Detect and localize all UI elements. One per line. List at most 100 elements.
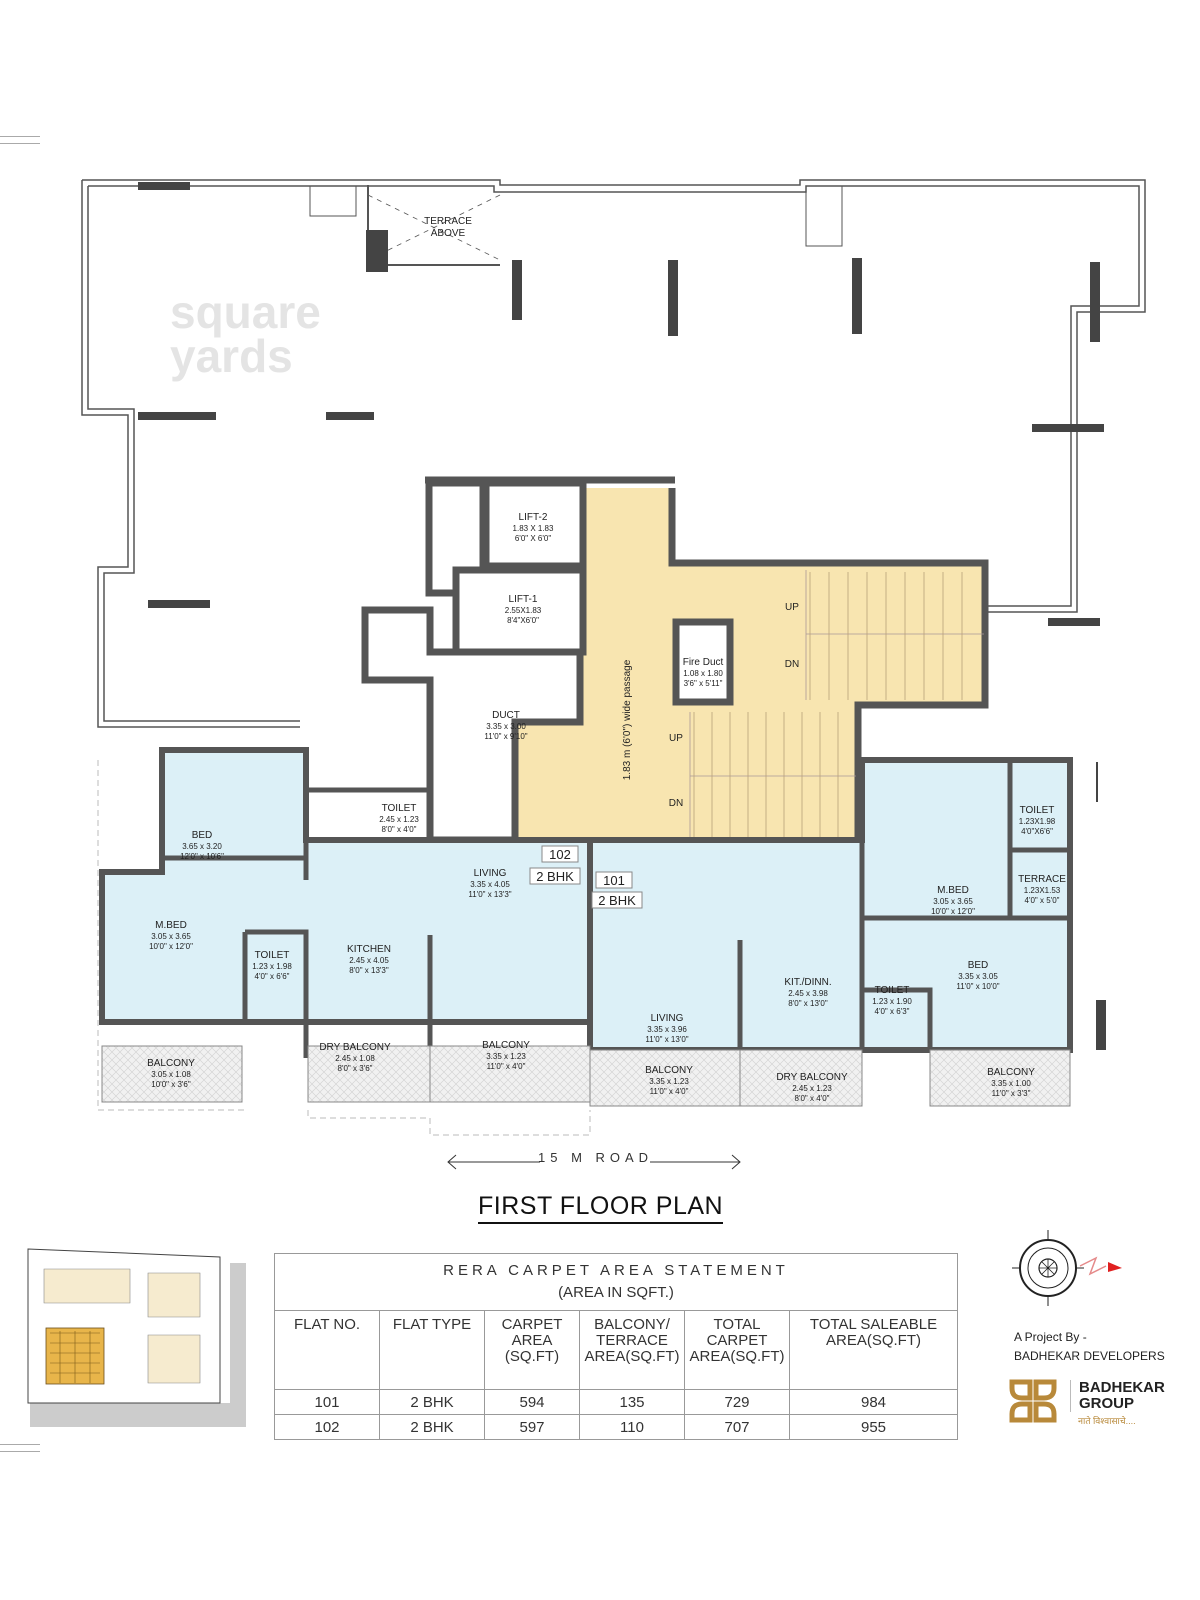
fire-duct-dimension-metric: 1.08 x 1.80: [683, 669, 723, 678]
lift-1: [452, 566, 587, 656]
column: [366, 230, 388, 272]
road-arrow: [447, 1154, 741, 1170]
logo-name-line: GROUP: [1079, 1395, 1135, 1412]
stair-dn-label: DN: [785, 659, 799, 670]
stair-up-label: UP: [785, 602, 799, 613]
flat-102-master-bed-label: M.BED: [155, 920, 187, 931]
flat-101-terrace-label: TERRACE: [1018, 874, 1066, 885]
flat-101-terrace-dimension-metric: 1.23X1.53: [1024, 886, 1061, 895]
site-plan-thumbnail: [27, 1248, 246, 1427]
flat-101-toilet-1-dimension-metric: 1.23X1.98: [1019, 817, 1056, 826]
flat-101-living-dimension-metric: 3.35 x 3.96: [647, 1025, 687, 1034]
flat-101-balcony-1-label: BALCONY: [645, 1065, 693, 1076]
duct-label: DUCT: [492, 710, 520, 721]
table-title: RERA CARPET AREA STATEMENT: [443, 1262, 789, 1279]
cell: 102: [274, 1414, 380, 1440]
margin-mark: [0, 136, 40, 144]
developer-name: BADHEKAR DEVELOPERS: [1014, 1349, 1165, 1363]
flat-102-dry-balcony-label: DRY BALCONY: [319, 1042, 391, 1053]
flat-102-master-bed-dimension-imperial: 10'0" x 12'0": [149, 942, 193, 951]
building-outline: [81, 179, 1146, 728]
cell: 707: [684, 1414, 790, 1440]
stair-up-label: UP: [669, 733, 683, 744]
flat-102-toilet-1-dimension-imperial: 8'0" x 4'0": [382, 825, 417, 834]
flat-102-dry-balcony: [307, 1045, 431, 1103]
rera-area-table: RERA CARPET AREA STATEMENT(AREA IN SQFT.…: [274, 1253, 958, 1440]
flat-102-living-label: LIVING: [474, 868, 507, 879]
flat-102-kitchen-dimension-imperial: 8'0" x 13'3": [349, 966, 389, 975]
flat-102-toilet-1-dimension-metric: 2.45 x 1.23: [379, 815, 419, 824]
flat-102-living-dimension-metric: 3.35 x 4.05: [470, 880, 510, 889]
col-header: FLAT NO.: [274, 1310, 380, 1390]
lift-1-label: LIFT-1: [509, 594, 538, 605]
cell: 2 BHK: [379, 1414, 485, 1440]
flat-101-toilet-2-dimension-metric: 1.23 x 1.90: [872, 997, 912, 1006]
flat-101-kitchen-dimension-metric: 2.45 x 3.98: [788, 989, 828, 998]
flat-102-balcony-2: [429, 1045, 591, 1103]
flat-102-balcony-2-dimension-imperial: 11'0" x 4'0": [487, 1062, 526, 1071]
flat-102-kitchen-label: KITCHEN: [347, 944, 391, 955]
flat-101-balcony-1-dimension-metric: 3.35 x 1.23: [649, 1077, 689, 1086]
flat-101-bed-label: BED: [968, 960, 989, 971]
flat-102-balcony-1-dimension-imperial: 10'0" x 3'6": [151, 1080, 191, 1089]
terrace-above: [309, 185, 843, 266]
flat-tags: [529, 845, 643, 909]
terrace-above-label: TERRACE: [424, 216, 472, 227]
lift-2-label: LIFT-2: [519, 512, 548, 523]
flat-102-toilet-2-label: TOILET: [255, 950, 290, 961]
flat-101-number: 101: [603, 873, 625, 888]
flat-101-balcony-2-dimension-metric: 3.35 x 1.00: [991, 1079, 1031, 1088]
flat-102-kitchen-dimension-metric: 2.45 x 4.05: [349, 956, 389, 965]
flat-101-kitchen-label: KIT./DINN.: [784, 977, 831, 988]
flat-102-toilet-1-label: TOILET: [382, 803, 417, 814]
logo-tagline: नाते विश्वासाचे....: [1078, 1416, 1136, 1426]
fire-duct-dimension-imperial: 3'6" x 5'11": [684, 679, 723, 688]
stair-dn-label: DN: [669, 798, 683, 809]
watermark-line: yards: [170, 330, 293, 382]
cell: 729: [684, 1389, 790, 1415]
flat-102-balcony-1-label: BALCONY: [147, 1058, 195, 1069]
watermark-line: square: [170, 286, 321, 338]
flat-101-balcony-2-dimension-imperial: 11'0" x 3'3": [992, 1089, 1031, 1098]
col-header: FLAT TYPE: [379, 1310, 485, 1390]
fire-duct-label: Fire Duct: [683, 657, 724, 668]
flat-101-bed-dimension-imperial: 11'0" x 10'0": [956, 982, 999, 991]
cell: 2 BHK: [379, 1389, 485, 1415]
margin-mark: [0, 1444, 40, 1452]
flat-101-bed-dimension-metric: 3.35 x 3.05: [958, 972, 998, 981]
flat-101-dry-balcony: [739, 1049, 863, 1107]
flat-102-bed-dimension-metric: 3.65 x 3.20: [182, 842, 222, 851]
flat-102-number: 102: [549, 847, 571, 862]
flat-101-toilet-2-label: TOILET: [875, 985, 910, 996]
lift-1-dimension-imperial: 8'4"X6'0": [507, 616, 539, 625]
columns: [138, 182, 1106, 1050]
lift-1-dimension-metric: 2.55X1.83: [505, 606, 542, 615]
staircase-lobby: [515, 488, 985, 840]
cell: 955: [789, 1414, 958, 1440]
cell: 984: [789, 1389, 958, 1415]
terrace-above-label: ABOVE: [431, 228, 466, 239]
cell: 110: [579, 1414, 685, 1440]
flat-102-dry-balcony-dimension-imperial: 8'0" x 3'6": [338, 1064, 373, 1073]
flat-101-kitchen-dimension-imperial: 8'0" x 13'0": [788, 999, 828, 1008]
flat-101-toilet-1-dimension-imperial: 4'0"X6'6": [1021, 827, 1053, 836]
flat-101-toilet-1-label: TOILET: [1020, 805, 1055, 816]
flat-102-dry-balcony-dimension-metric: 2.45 x 1.08: [335, 1054, 375, 1063]
flat-102-bed-dimension-imperial: 12'0" x 10'6": [180, 852, 224, 861]
lift-2-dimension-imperial: 6'0" X 6'0": [515, 534, 551, 543]
duct-dimension-imperial: 11'0" x 9'10": [484, 732, 527, 741]
cell: 101: [274, 1389, 380, 1415]
stair-treads: [689, 570, 984, 838]
flat-101-balcony-2: [929, 1049, 1071, 1107]
col-header: CARPET AREA (SQ.FT): [484, 1310, 580, 1390]
flat-101-terrace-dimension-imperial: 4'0" x 5'0": [1025, 896, 1060, 905]
col-header: TOTAL SALEABLE AREA(SQ.FT): [789, 1310, 958, 1390]
flat-102-balcony-2-label: BALCONY: [482, 1040, 530, 1051]
road-label: 15 M ROAD: [448, 1148, 738, 1168]
fire-duct: [672, 618, 734, 706]
